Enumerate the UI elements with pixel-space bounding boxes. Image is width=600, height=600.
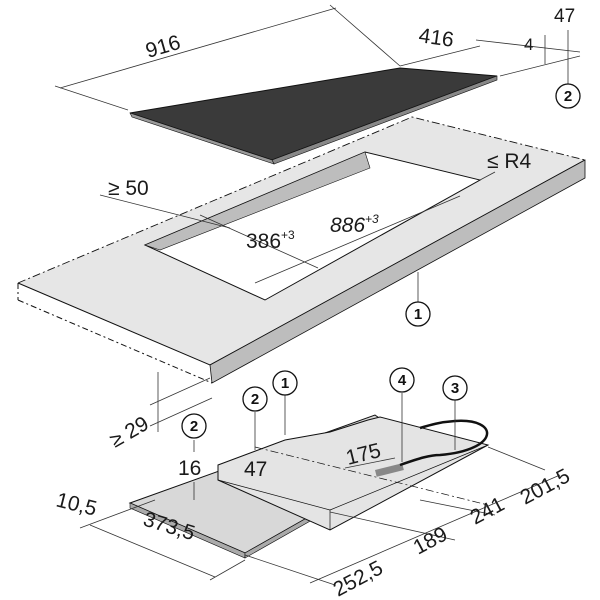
- dim-min-50: ≥ 50: [108, 177, 149, 200]
- dim-201-5: 201,5: [517, 464, 574, 509]
- callout-4: 4: [389, 367, 415, 462]
- hob-glass-top: [129, 67, 498, 165]
- dim-916: 916: [143, 31, 183, 63]
- callout-1-worktop: 1: [405, 272, 431, 327]
- dim-47: 47: [554, 6, 575, 27]
- dim-47: 47: [244, 458, 267, 481]
- dim-min-29: ≥ 29: [106, 412, 153, 452]
- callout-1-underside: 1: [272, 370, 298, 435]
- svg-text:2: 2: [564, 88, 572, 105]
- underside-dimension-lines: [79, 446, 561, 586]
- dim-189: 189: [410, 523, 452, 560]
- callout-3: 3: [442, 375, 468, 450]
- dim-252-5: 252,5: [330, 556, 387, 600]
- svg-text:1: 1: [281, 375, 289, 392]
- top-dimension-lines: [54, 4, 581, 111]
- dim-4: 4: [524, 35, 533, 54]
- thickness-lines: [149, 372, 213, 432]
- dim-386: 386+3: [246, 228, 295, 253]
- callout-2-underside: 2: [242, 386, 268, 450]
- svg-text:2: 2: [251, 391, 259, 408]
- cutout-dimension-lines: [99, 171, 496, 284]
- dim-886: 886+3: [330, 212, 379, 237]
- dim-241: 241: [467, 493, 509, 530]
- hob-underside: [128, 414, 490, 559]
- svg-text:4: 4: [398, 372, 407, 389]
- dim-radius-r4: ≤ R4: [487, 150, 532, 173]
- power-cable: [399, 419, 489, 467]
- worktop: [17, 116, 586, 384]
- svg-text:2: 2: [190, 418, 198, 435]
- dim-16: 16: [178, 457, 201, 480]
- callout-2-top: 2: [555, 80, 581, 109]
- svg-text:3: 3: [451, 380, 459, 397]
- callout-2-underside-left: 2: [181, 413, 207, 500]
- svg-text:1: 1: [414, 306, 422, 323]
- dim-10-5: 10,5: [54, 489, 99, 521]
- dim-416: 416: [417, 24, 455, 52]
- connector-block: [375, 463, 404, 477]
